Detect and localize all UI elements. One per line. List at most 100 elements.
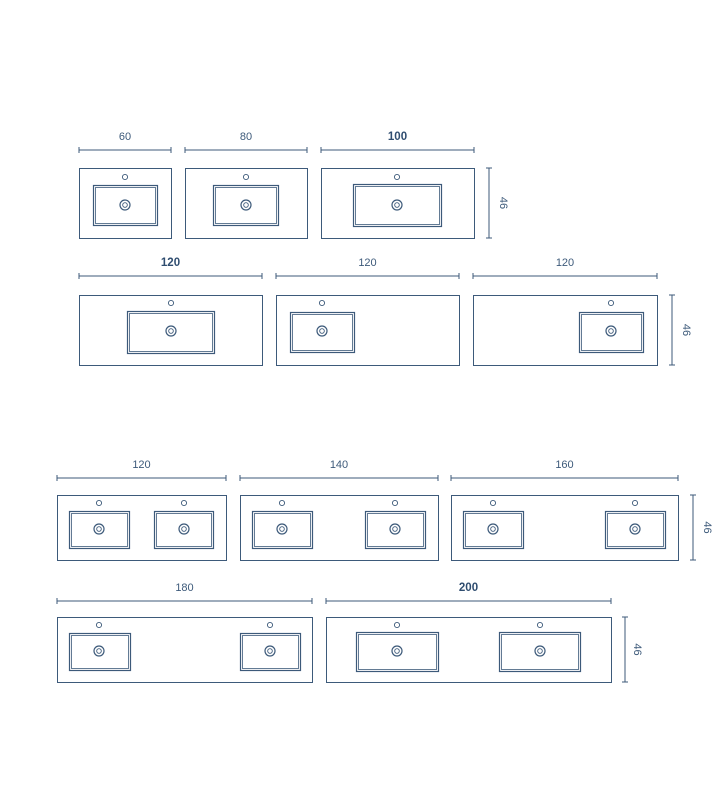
vanity-top-unit: 140 [239,459,439,561]
basin-inner-rim [215,187,277,224]
basin [355,621,440,673]
drain-inner-icon [632,526,638,532]
basin [364,499,427,550]
width-label: 60 [119,131,131,143]
basin-inner-rim [254,513,311,547]
faucet-hole-icon [266,621,274,629]
faucet-hole-icon [631,499,639,507]
drain-icon [534,645,546,657]
drain-icon [316,325,328,337]
depth-label: 46 [631,643,643,655]
drain-inner-icon [319,328,325,334]
countertop-outline [185,168,308,239]
basin-inner-rim [156,513,212,547]
basin-inner-rim [501,634,579,670]
basin-outline [68,510,131,550]
faucet-hole-icon [536,621,544,629]
countertop-outline [473,295,658,366]
vanity-top-unit: 180 [56,582,313,683]
depth-label: 46 [497,197,509,209]
basin-outline [498,631,582,673]
basin-inner-rim [465,513,522,547]
basin-outline [68,632,132,672]
vanity-top-unit: 80 [184,131,308,239]
countertop-outline [321,168,475,239]
vanity-top-unit: 120 [56,459,227,561]
drain-inner-icon [394,648,400,654]
basin [126,299,216,355]
basin [498,621,582,673]
width-label: 120 [132,459,150,471]
basin-inner-rim [71,635,129,669]
basin-inner-rim [71,513,128,547]
vanity-top-unit: 120 [78,257,263,366]
basin-outline [251,510,314,550]
basin [239,621,302,672]
faucet-hole-icon [393,173,401,181]
width-label: 120 [556,257,574,269]
width-label: 180 [175,582,193,594]
faucet-hole-icon [167,299,175,307]
drain-inner-icon [490,526,496,532]
countertop-outline [79,295,263,366]
vanity-top-unit: 60 [78,131,172,239]
countertop-outline [326,617,612,683]
countertop-outline [79,168,172,239]
basin-outline [126,310,216,355]
basin [604,499,667,550]
basin-outline [153,510,215,550]
width-label: 140 [330,459,348,471]
basin-inner-rim [607,513,664,547]
vanity-top-unit: 100 [320,131,475,239]
depth-dimension: 46 [622,616,643,683]
basin-inner-rim [292,314,353,351]
depth-label: 46 [680,324,692,336]
basin [352,173,443,228]
drain-inner-icon [537,648,543,654]
drain-inner-icon [243,202,249,208]
countertop-outline [57,495,227,561]
drain-icon [93,645,105,657]
drain-inner-icon [181,526,187,532]
width-label: 120 [358,257,376,269]
drain-icon [276,523,288,535]
faucet-hole-icon [242,173,250,181]
basin [251,499,314,550]
basin-inner-rim [581,314,642,351]
drain-icon [240,199,252,211]
drain-icon [391,645,403,657]
basin [153,499,215,550]
drain-inner-icon [394,202,400,208]
basin [578,299,645,354]
drain-inner-icon [392,526,398,532]
sink-row-single-basin-120: 120 120 120 46 [78,257,692,366]
drain-inner-icon [96,648,102,654]
basin-outline [239,632,302,672]
countertop-outline [240,495,439,561]
basin-inner-rim [367,513,424,547]
faucet-hole-icon [180,499,188,507]
drain-icon [93,523,105,535]
drain-inner-icon [608,328,614,334]
vanity-top-unit: 160 [450,459,679,561]
basin-inner-rim [95,187,156,224]
basin-outline [212,184,280,227]
depth-dimension: 46 [669,294,692,366]
faucet-hole-icon [95,621,103,629]
countertop-outline [57,617,313,683]
width-label: 100 [388,131,407,143]
drain-inner-icon [279,526,285,532]
basin [289,299,356,354]
basin [92,173,159,227]
faucet-hole-icon [391,499,399,507]
drain-inner-icon [267,648,273,654]
depth-label: 46 [701,521,713,533]
basin-outline [604,510,667,550]
faucet-hole-icon [318,299,326,307]
basin-outline [578,311,645,354]
drain-inner-icon [168,328,174,334]
depth-dimension: 46 [690,494,713,561]
basin-inner-rim [358,634,437,670]
